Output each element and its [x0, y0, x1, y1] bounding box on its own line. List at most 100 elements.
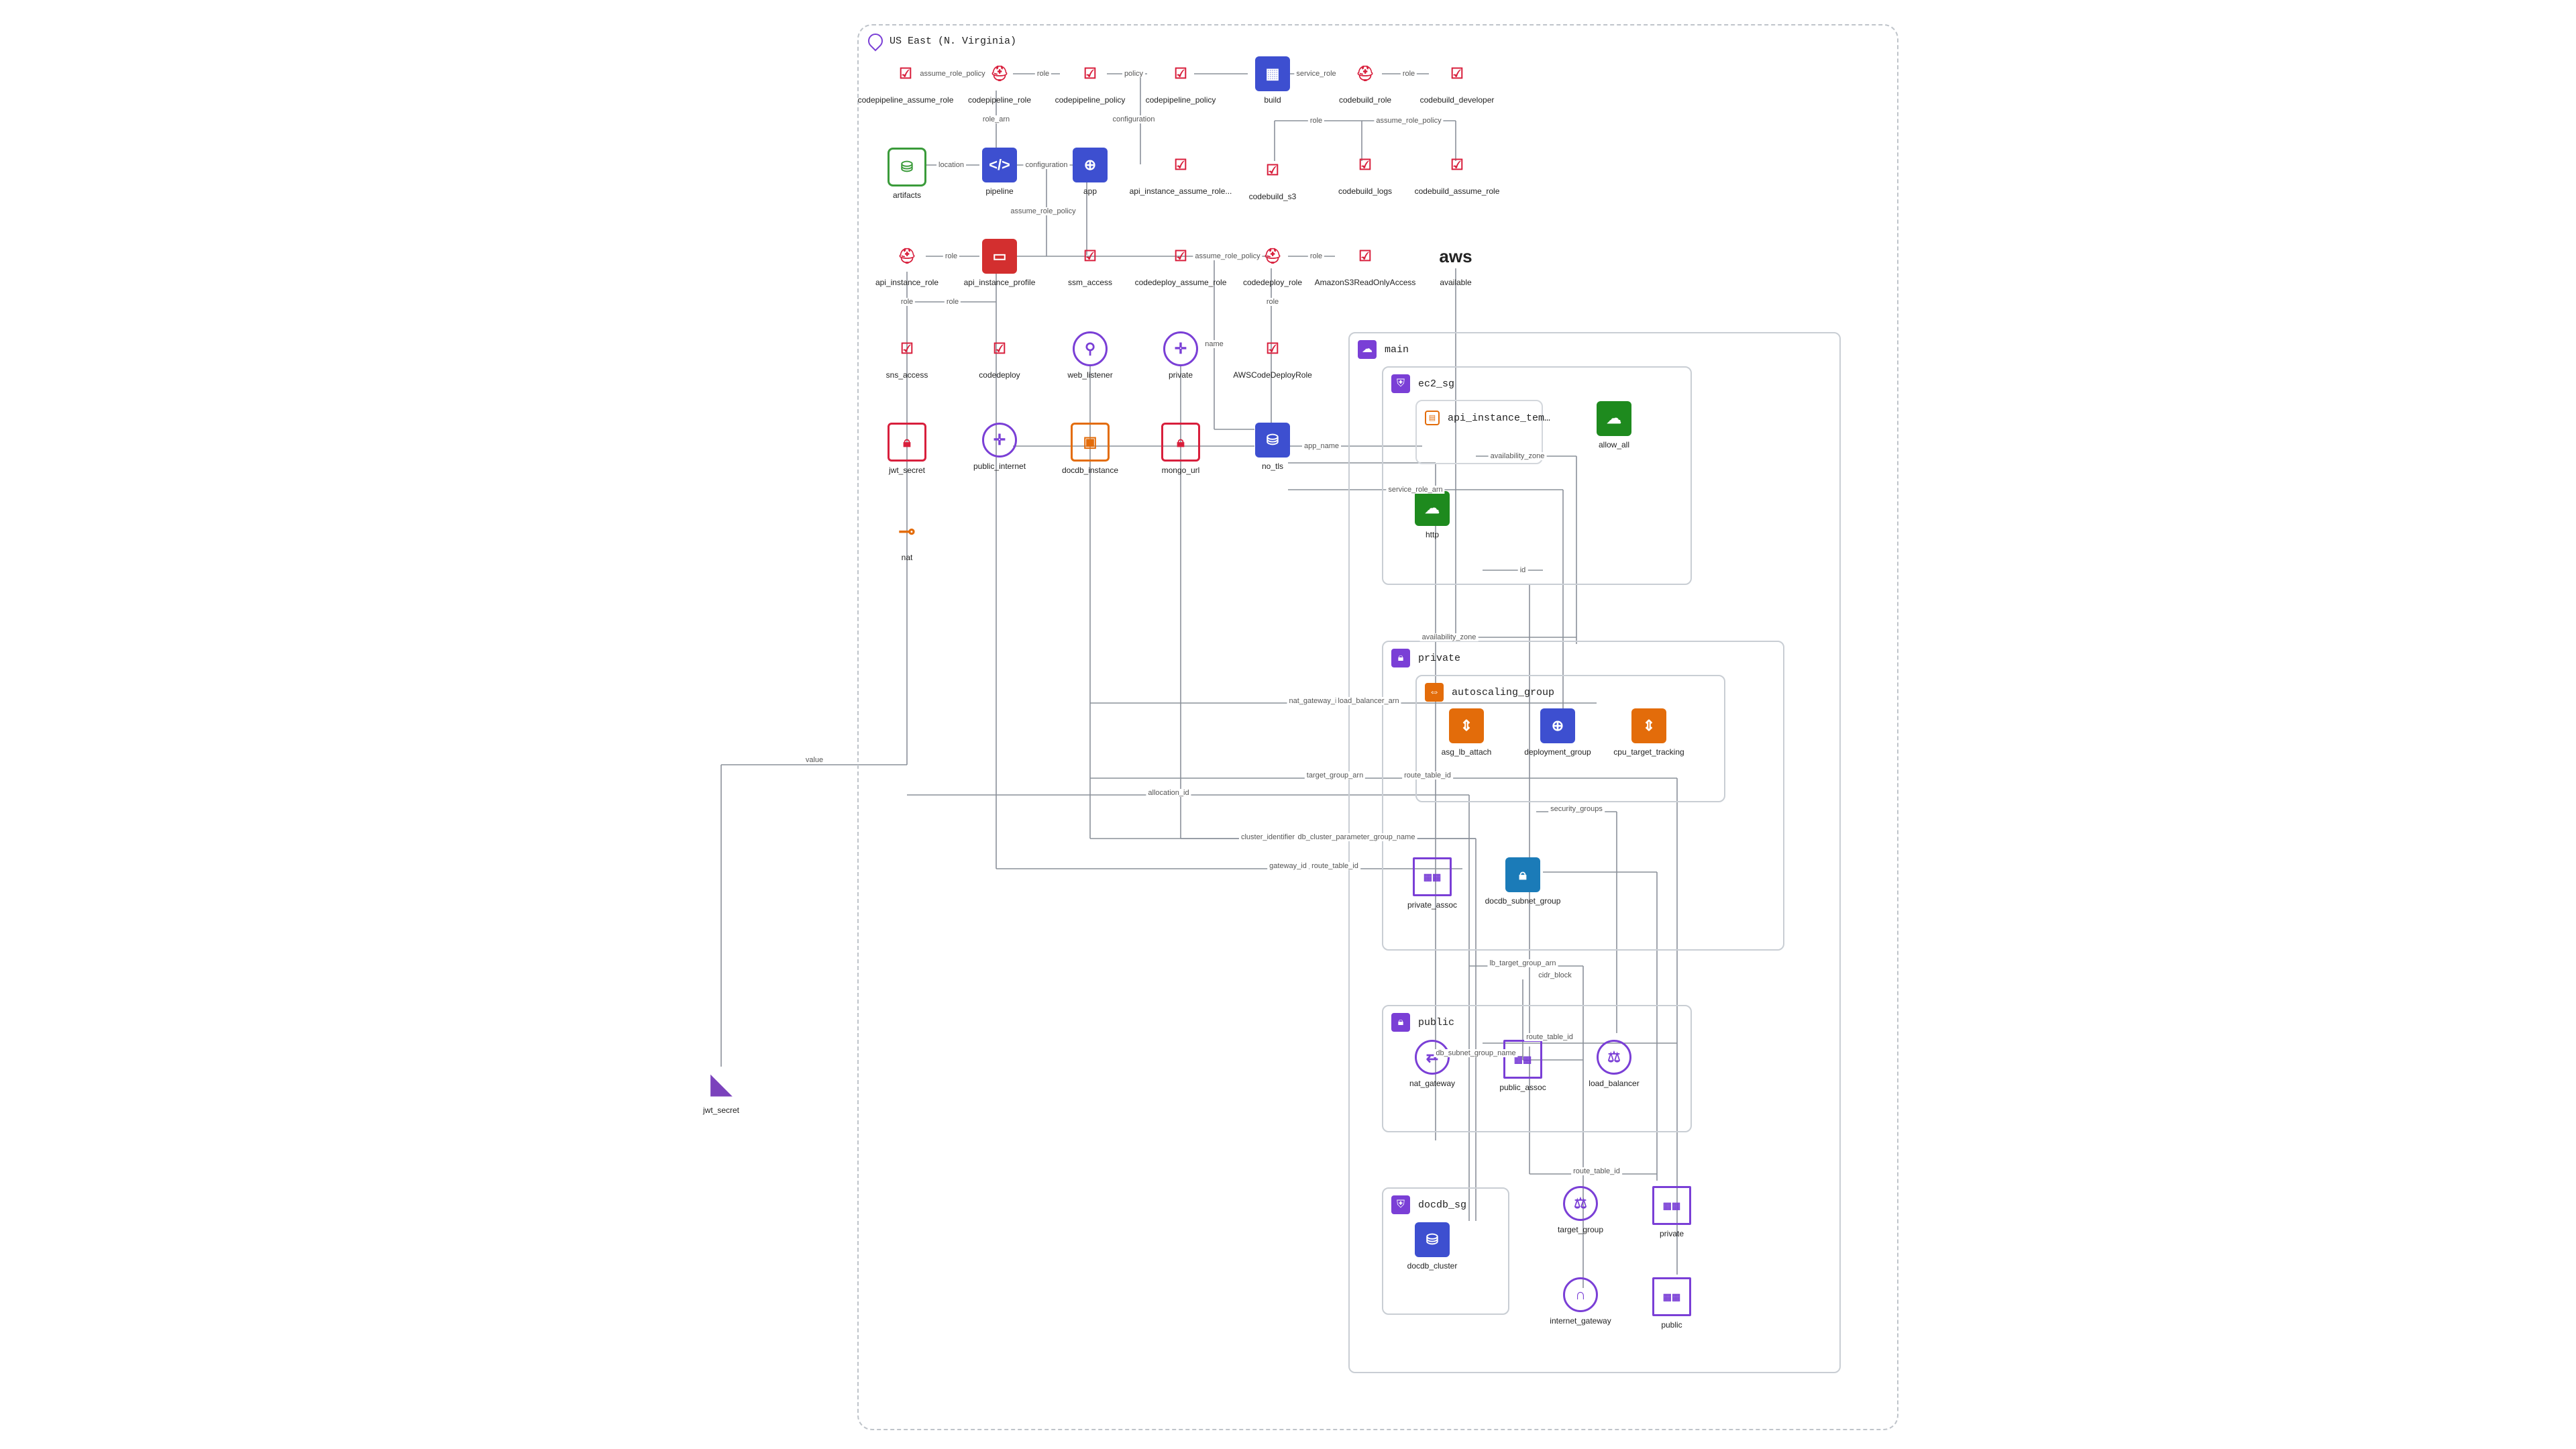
edge-label: configuration	[1110, 115, 1157, 123]
node-artifacts[interactable]: ⛁ artifacts	[826, 148, 987, 200]
node-docdb-cluster[interactable]: ⛁ docdb_cluster	[1352, 1222, 1513, 1271]
route-table-icon: ▦▦	[1503, 1040, 1542, 1079]
vpc-icon: ☁	[1358, 340, 1377, 359]
edge-label: gateway_id	[1267, 862, 1309, 870]
group-label-asg: autoscaling_group	[1452, 686, 1555, 698]
node-ssm-access[interactable]: ☑ ssm_access	[1010, 239, 1171, 287]
node-api-instance-profile[interactable]: ▭ api_instance_profile	[919, 239, 1080, 287]
route-table-icon: ▦▦	[1652, 1186, 1691, 1225]
secret-icon: 🔒︎	[1161, 423, 1200, 462]
node-public-assoc[interactable]: ▦▦ public_assoc	[1442, 1040, 1603, 1092]
internet-gateway-icon: ∩	[1563, 1277, 1598, 1312]
edge-label: target_group_arn	[1304, 771, 1366, 780]
node-codepipeline-assume-role[interactable]: ☑ codepipeline_assume_role	[825, 56, 986, 105]
edge-label: role	[1307, 117, 1325, 125]
group-label-public: public	[1418, 1016, 1455, 1028]
node-codedeploy-role[interactable]: ⛑ codedeploy_role	[1192, 239, 1353, 287]
group-public-subnet[interactable]: 🔒︎public	[1382, 1005, 1692, 1132]
node-nat-gateway[interactable]: ⇄ nat_gateway	[1352, 1040, 1513, 1088]
node-codebuild-logs[interactable]: ☑ codebuild_logs	[1285, 148, 1446, 196]
group-autoscaling[interactable]: ⇔autoscaling_group	[1415, 675, 1725, 802]
lock-icon: 🔒︎	[1505, 857, 1540, 892]
node-mongo-url[interactable]: 🔒︎ mongo_url	[1100, 423, 1261, 475]
node-sns-access[interactable]: ☑ sns_access	[826, 331, 987, 380]
node-api-instance-assume-role[interactable]: ☑ api_instance_assume_role...	[1100, 148, 1261, 196]
edge-label: db_cluster_parameter_group_name	[1295, 833, 1417, 841]
policy-doc-icon: ☑	[1450, 65, 1464, 82]
node-private-route-table[interactable]: ▦▦ private	[1591, 1186, 1752, 1238]
ec2-instance-icon: ▣	[1071, 423, 1110, 462]
edge-label: role	[943, 252, 960, 260]
node-codedeploy-assume-role[interactable]: ☑ codedeploy_assume_role	[1100, 239, 1261, 287]
node-public-route-table[interactable]: ▦▦ public	[1591, 1277, 1752, 1330]
edge-label: policy	[1122, 70, 1146, 78]
node-nat[interactable]: ⊸ nat	[826, 514, 987, 563]
edge-label: role_arn	[980, 115, 1012, 123]
edge-label: role	[1307, 252, 1325, 260]
codepipeline-icon: </>	[982, 148, 1017, 182]
edge-label: route_table_id	[1571, 1167, 1622, 1175]
group-private-subnet[interactable]: 🔒︎private	[1382, 641, 1784, 951]
edge-label: allocation_id	[1146, 789, 1191, 797]
node-amazons3readonlyaccess[interactable]: ☑ AmazonS3ReadOnlyAccess	[1285, 239, 1446, 287]
node-docdb-instance[interactable]: ▣ docdb_instance	[1010, 423, 1171, 475]
group-docdb-sg[interactable]: ⛨docdb_sg	[1382, 1187, 1509, 1315]
region-label: US East (N. Virginia)	[890, 35, 1017, 47]
node-private-top[interactable]: ✛ private	[1100, 331, 1261, 380]
edge-label: lb_target_group_arn	[1487, 959, 1558, 967]
policy-doc-icon: ☑	[1450, 156, 1464, 173]
lock-icon: 🔒︎	[1391, 649, 1410, 667]
node-deployment-group[interactable]: ⊕ deployment_group	[1477, 708, 1638, 757]
node-no-tls[interactable]: ⛁ no_tls	[1192, 423, 1353, 471]
node-codebuild-assume-role[interactable]: ☑ codebuild_assume_role	[1377, 148, 1538, 196]
node-web-listener[interactable]: ⚲ web_listener	[1010, 331, 1171, 380]
edge-label: value	[803, 756, 826, 764]
node-codepipeline-role[interactable]: ⛑ codepipeline_role	[919, 56, 1080, 105]
edge-label: availability_zone	[1419, 633, 1479, 641]
database-icon: ⛁	[1415, 1222, 1450, 1257]
node-http[interactable]: ☁ http	[1352, 491, 1513, 539]
node-codebuild-role[interactable]: ⛑ codebuild_role	[1285, 56, 1446, 105]
node-api-instance-role[interactable]: ⛑ api_instance_role	[826, 239, 987, 287]
edge-label: availability_zone	[1488, 452, 1547, 460]
security-group-icon: ⛨	[1391, 374, 1410, 393]
load-balancer-icon: ⚖	[1563, 1186, 1598, 1221]
policy-doc-icon: ☑	[1174, 65, 1187, 82]
policy-doc-icon: ☑	[1358, 248, 1372, 264]
group-main[interactable]: ☁main	[1348, 332, 1841, 1373]
edge-label: role	[898, 298, 916, 306]
group-ec2-sg[interactable]: ⛨ec2_sg	[1382, 366, 1692, 585]
node-available[interactable]: aws available	[1375, 239, 1536, 288]
database-icon: ⛁	[1255, 423, 1290, 458]
node-internet-gateway[interactable]: ∩ internet_gateway	[1500, 1277, 1661, 1326]
node-build[interactable]: ▦ build	[1192, 56, 1353, 105]
group-api-instance-template[interactable]: ▤api_instance_tem…	[1415, 400, 1550, 464]
node-awscodedeployrole[interactable]: ☑ AWSCodeDeployRole	[1192, 331, 1353, 380]
node-codebuild-s3[interactable]: ☑ codebuild_s3	[1192, 153, 1353, 201]
node-load-balancer[interactable]: ⚖ load_balancer	[1534, 1040, 1695, 1088]
node-app[interactable]: ⊕ app	[1010, 148, 1171, 196]
node-jwt-secret[interactable]: 🔒︎ jwt_secret	[826, 423, 987, 475]
iam-role-icon: ⛑	[1263, 248, 1282, 264]
node-allow-all[interactable]: ☁ allow_all	[1534, 401, 1695, 449]
codedeploy-app-icon: ⊕	[1073, 148, 1108, 182]
node-pipeline[interactable]: </> pipeline	[919, 148, 1080, 196]
node-public-internet[interactable]: ✛ public_internet	[919, 423, 1080, 471]
codedeploy-app-icon: ⊕	[1540, 708, 1575, 743]
node-codepipeline-policy-2[interactable]: ☑ codepipeline_policy	[1100, 56, 1261, 105]
node-codebuild-developer[interactable]: ☑ codebuild_developer	[1377, 56, 1538, 105]
node-private-assoc[interactable]: ▦▦ private_assoc	[1352, 857, 1513, 910]
node-cpu-target-tracking[interactable]: ⇕ cpu_target_tracking	[1568, 708, 1729, 757]
policy-doc-icon: ☑	[1266, 340, 1279, 357]
node-target-group[interactable]: ⚖ target_group	[1500, 1186, 1661, 1234]
node-jwt-secret-terraform[interactable]: ◣ jwt_secret	[641, 1067, 802, 1115]
node-codepipeline-policy-1[interactable]: ☑ codepipeline_policy	[1010, 56, 1171, 105]
policy-doc-icon: ☑	[1083, 248, 1097, 264]
listener-icon: ⚲	[1073, 331, 1108, 366]
terraform-icon: ◣	[710, 1069, 732, 1099]
node-codedeploy[interactable]: ☑ codedeploy	[919, 331, 1080, 380]
node-docdb-subnet-group[interactable]: 🔒︎ docdb_subnet_group	[1442, 857, 1603, 906]
launch-template-icon: ▤	[1425, 411, 1440, 425]
autoscaling-icon: ⇕	[1631, 708, 1666, 743]
node-asg-lb-attach[interactable]: ⇕ asg_lb_attach	[1386, 708, 1547, 757]
